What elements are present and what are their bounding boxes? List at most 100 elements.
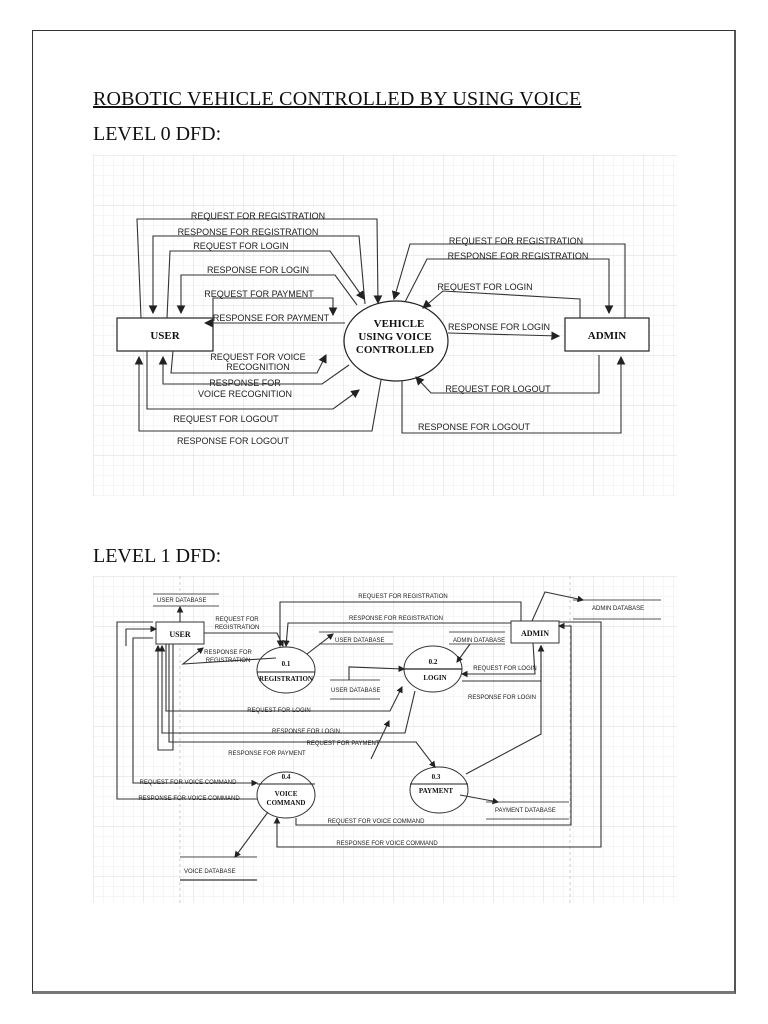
admin-flow-req-registration	[391, 243, 626, 318]
process-id: 0.3	[432, 773, 441, 781]
flow-resp-registration	[148, 235, 366, 315]
store-user-db-login: USER DATABASE	[330, 679, 380, 700]
admin-entity	[510, 620, 560, 644]
process-id: 0.4	[282, 773, 291, 781]
store-user-db-top: USER DATABASE	[153, 593, 219, 607]
label-resp-payment: RESPONSE FOR PAYMENT	[213, 313, 330, 323]
process-label-line3: CONTROLLED	[356, 344, 434, 356]
admin-label-req-logout: REQUEST FOR LOGOUT	[445, 384, 551, 394]
label-resp-voice-1: RESPONSE FOR	[209, 378, 281, 388]
flow-resp-logout	[134, 355, 382, 432]
label-admin-req-voice: REQUEST FOR VOICE COMMAND	[328, 819, 426, 825]
admin-flow-req-logout	[415, 355, 600, 394]
flow-req-registration	[136, 218, 383, 319]
level0-heading: LEVEL 0 DFD:	[93, 123, 222, 145]
process-label-line2: USING VOICE	[358, 331, 431, 343]
svg-text:ADMIN DATABASE: ADMIN DATABASE	[453, 638, 505, 644]
flow-payment-up	[370, 720, 390, 760]
label-req-login: REQUEST FOR LOGIN	[193, 241, 288, 251]
flow-reg-to-userdb	[306, 633, 334, 655]
label-req-registration: REQUEST FOR REGISTRATION	[191, 211, 325, 221]
label-req-logout: REQUEST FOR LOGOUT	[173, 414, 279, 424]
page-border	[32, 30, 736, 994]
user-entity	[116, 317, 214, 352]
user-entity-label: USER	[169, 630, 191, 639]
admin-label-req-login: REQUEST FOR LOGIN	[437, 282, 532, 292]
svg-text:PAYMENT DATABASE: PAYMENT DATABASE	[495, 808, 556, 814]
label-req-payment: REQUEST FOR PAYMENT	[204, 289, 314, 299]
label-req-voice-1: REQUEST FOR VOICE	[210, 352, 305, 362]
flow-admin-req-login	[460, 642, 536, 678]
store-user-db-reg: USER DATABASE	[319, 631, 393, 645]
admin-flow-req-login	[422, 290, 581, 318]
flow-admin-req-registration	[276, 601, 522, 648]
flow-user-resp-login	[158, 644, 416, 734]
label-resp-payment: RESPONSE FOR PAYMENT	[228, 751, 306, 757]
flow-req-voice	[170, 350, 327, 374]
flow-admin-to-admindb	[531, 591, 585, 622]
flow-payment-to-paymentdb	[459, 794, 500, 805]
store-payment-db: PAYMENT DATABASE	[486, 801, 569, 820]
flow-user-req-voice	[132, 637, 259, 787]
flow-userdb-to-login	[348, 665, 406, 680]
flow-payment-to-admin	[465, 644, 545, 775]
label-admin-resp-registration: RESPONSE FOR REGISTRATION	[349, 616, 443, 622]
label-admin-resp-login: RESPONSE FOR LOGIN	[468, 695, 536, 701]
flow-admin-resp-registration	[283, 622, 511, 648]
label-admin-req-registration: REQUEST FOR REGISTRATION	[358, 594, 447, 600]
flow-req-payment	[212, 297, 338, 330]
svg-text:USER DATABASE: USER DATABASE	[335, 638, 384, 644]
flow-admin-req-voice	[295, 622, 572, 826]
level1-heading: LEVEL 1 DFD:	[93, 545, 222, 567]
admin-entity-label: ADMIN	[521, 629, 549, 638]
flow-resp-voice	[158, 355, 350, 385]
admin-entity-label: ADMIN	[588, 330, 627, 342]
admin-flow-resp-logout	[401, 355, 626, 434]
label-admin-resp-voice: RESPONSE FOR VOICE COMMAND	[336, 841, 438, 847]
admin-flow-lines	[391, 243, 626, 434]
flow-req-logout	[146, 351, 360, 410]
flow-admin-resp-voice	[273, 621, 602, 848]
user-entity-label: USER	[150, 330, 180, 342]
label-user-req-voice: REQUEST FOR VOICE COMMAND	[140, 780, 238, 786]
svg-text:USER DATABASE: USER DATABASE	[331, 688, 380, 694]
label-admin-req-login: REQUEST FOR LOGIN	[473, 666, 537, 672]
label-resp-logout: RESPONSE FOR LOGOUT	[177, 436, 290, 446]
process-id: 0.2	[429, 658, 438, 666]
admin-label-resp-logout: RESPONSE FOR LOGOUT	[418, 422, 531, 432]
admin-entity	[564, 317, 650, 352]
flow-resp-login	[176, 274, 358, 315]
process-name: REGISTRATION	[259, 675, 313, 683]
process-name: LOGIN	[423, 674, 446, 682]
admin-flow-resp-login	[447, 331, 561, 341]
store-admin-db-login: ADMIN DATABASE	[449, 631, 505, 645]
level1-flow-labels: REQUEST FOR REGISTRATION RESPONSE FOR RE…	[138, 594, 536, 847]
process-payment: 0.3 PAYMENT	[409, 766, 469, 814]
svg-text:USER DATABASE: USER DATABASE	[157, 598, 206, 604]
admin-label-req-registration: REQUEST FOR REGISTRATION	[449, 236, 583, 246]
admin-label-resp-login: RESPONSE FOR LOGIN	[448, 322, 550, 332]
flow-resp-payment	[154, 644, 174, 751]
flow-voice-to-voicedb	[234, 811, 269, 858]
label-user-req-reg-1: REQUEST FOR	[215, 617, 259, 623]
label-req-voice-2: RECOGNITION	[226, 362, 290, 372]
svg-text:ADMIN DATABASE: ADMIN DATABASE	[592, 606, 644, 612]
store-admin-db-right: ADMIN DATABASE	[573, 599, 661, 620]
level0-dfd: USER ADMIN VEHICLE USING VOICE CONTROLLE…	[93, 155, 677, 496]
process-name-line2: COMMAND	[267, 799, 306, 807]
label-user-req-login: REQUEST FOR LOGIN	[247, 708, 311, 714]
flow-voice-user-up	[125, 625, 158, 646]
label-user-resp-reg-1: RESPONSE FOR	[204, 650, 252, 656]
vehicle-process	[343, 300, 449, 382]
document-title: ROBOTIC VEHICLE CONTROLLED BY USING VOIC…	[93, 88, 582, 110]
admin-flow-labels: REQUEST FOR REGISTRATION RESPONSE FOR RE…	[418, 236, 588, 432]
label-user-req-reg-2: REGISTRATION	[215, 625, 260, 631]
level1-flow-lines	[116, 591, 602, 858]
label-user-resp-voice: RESPONSE FOR VOICE COMMAND	[138, 796, 240, 802]
flow-req-login	[166, 250, 365, 319]
process-registration: 0.1 REGISTRATION	[256, 646, 316, 694]
label-resp-login: RESPONSE FOR LOGIN	[207, 265, 309, 275]
level1-dfd: USER ADMIN 0.1 REGISTRATION 0.2 LOGIN 0.…	[93, 576, 677, 903]
flow-user-resp-voice	[116, 621, 257, 800]
process-name: PAYMENT	[419, 787, 454, 795]
